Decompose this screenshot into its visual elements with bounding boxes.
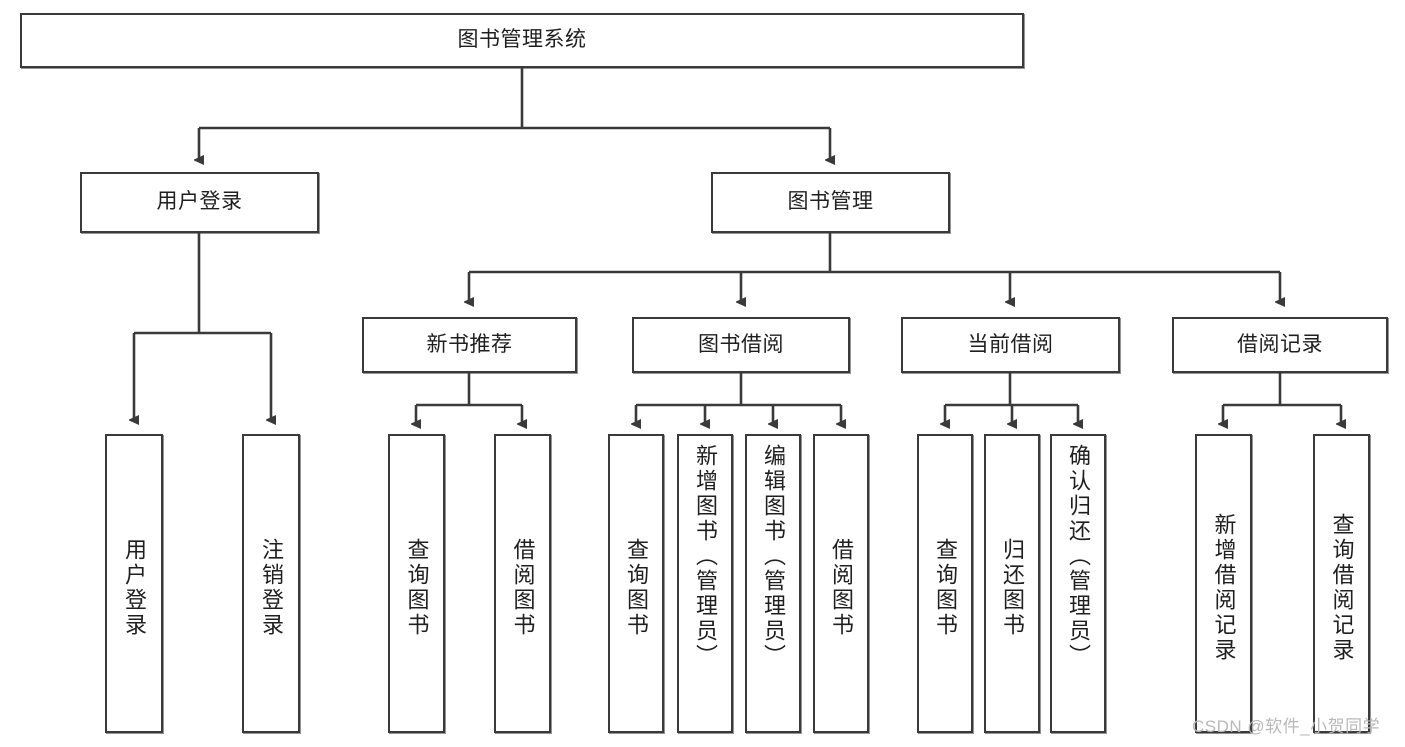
node-label: 查询图书 [624,537,649,638]
node-label: 归还图书 [1000,537,1025,638]
node-label: 用户登录 [122,537,147,638]
leaf-book-borrow-edit-book-admin[interactable]: 编辑图书（管理员） [745,434,801,733]
node-label: 确认归还（管理员） [1066,444,1091,669]
node-new-book-recommend[interactable]: 新书推荐 [362,317,577,373]
leaf-new-book-borrow-book[interactable]: 借阅图书 [494,434,551,733]
node-label: 编辑图书（管理员） [761,444,786,669]
leaf-book-borrow-add-book-admin[interactable]: 新增图书（管理员） [677,434,733,733]
node-label: 借阅图书 [510,537,536,638]
leaf-user-login-logout[interactable]: 注销登录 [242,434,300,733]
leaf-current-borrow-confirm-return-admin[interactable]: 确认归还（管理员） [1050,434,1106,733]
node-label: 查询借阅记录 [1329,512,1355,663]
node-label: 图书管理系统 [457,28,587,52]
leaf-borrow-record-query-record[interactable]: 查询借阅记录 [1313,434,1370,733]
node-label: 图书借阅 [698,332,784,356]
node-label: 查询图书 [404,537,430,638]
node-label: 新增图书（管理员） [693,444,718,669]
leaf-current-borrow-query-book[interactable]: 查询图书 [917,434,973,733]
leaf-book-borrow-query-book[interactable]: 查询图书 [608,434,664,733]
leaf-user-login-login[interactable]: 用户登录 [105,434,163,733]
node-label: 借阅图书 [829,537,854,638]
leaf-new-book-query-book[interactable]: 查询图书 [388,434,445,733]
leaf-current-borrow-return-book[interactable]: 归还图书 [984,434,1040,733]
node-borrow-record[interactable]: 借阅记录 [1172,317,1388,373]
node-label: 借阅记录 [1237,332,1323,356]
node-current-borrow[interactable]: 当前借阅 [901,317,1120,373]
node-label: 用户登录 [156,190,243,214]
node-label: 新书推荐 [426,332,513,356]
node-user-login[interactable]: 用户登录 [80,172,319,233]
node-label: 查询图书 [933,537,958,638]
node-book-management[interactable]: 图书管理 [711,172,950,233]
node-root-book-management-system[interactable]: 图书管理系统 [20,13,1024,68]
leaf-borrow-record-add-record[interactable]: 新增借阅记录 [1195,434,1252,733]
node-label: 当前借阅 [967,332,1054,356]
node-book-borrow[interactable]: 图书借阅 [632,317,850,373]
leaf-book-borrow-borrow-book[interactable]: 借阅图书 [813,434,869,733]
node-label: 图书管理 [787,190,874,214]
node-label: 新增借阅记录 [1211,512,1237,663]
node-label: 注销登录 [259,537,284,638]
